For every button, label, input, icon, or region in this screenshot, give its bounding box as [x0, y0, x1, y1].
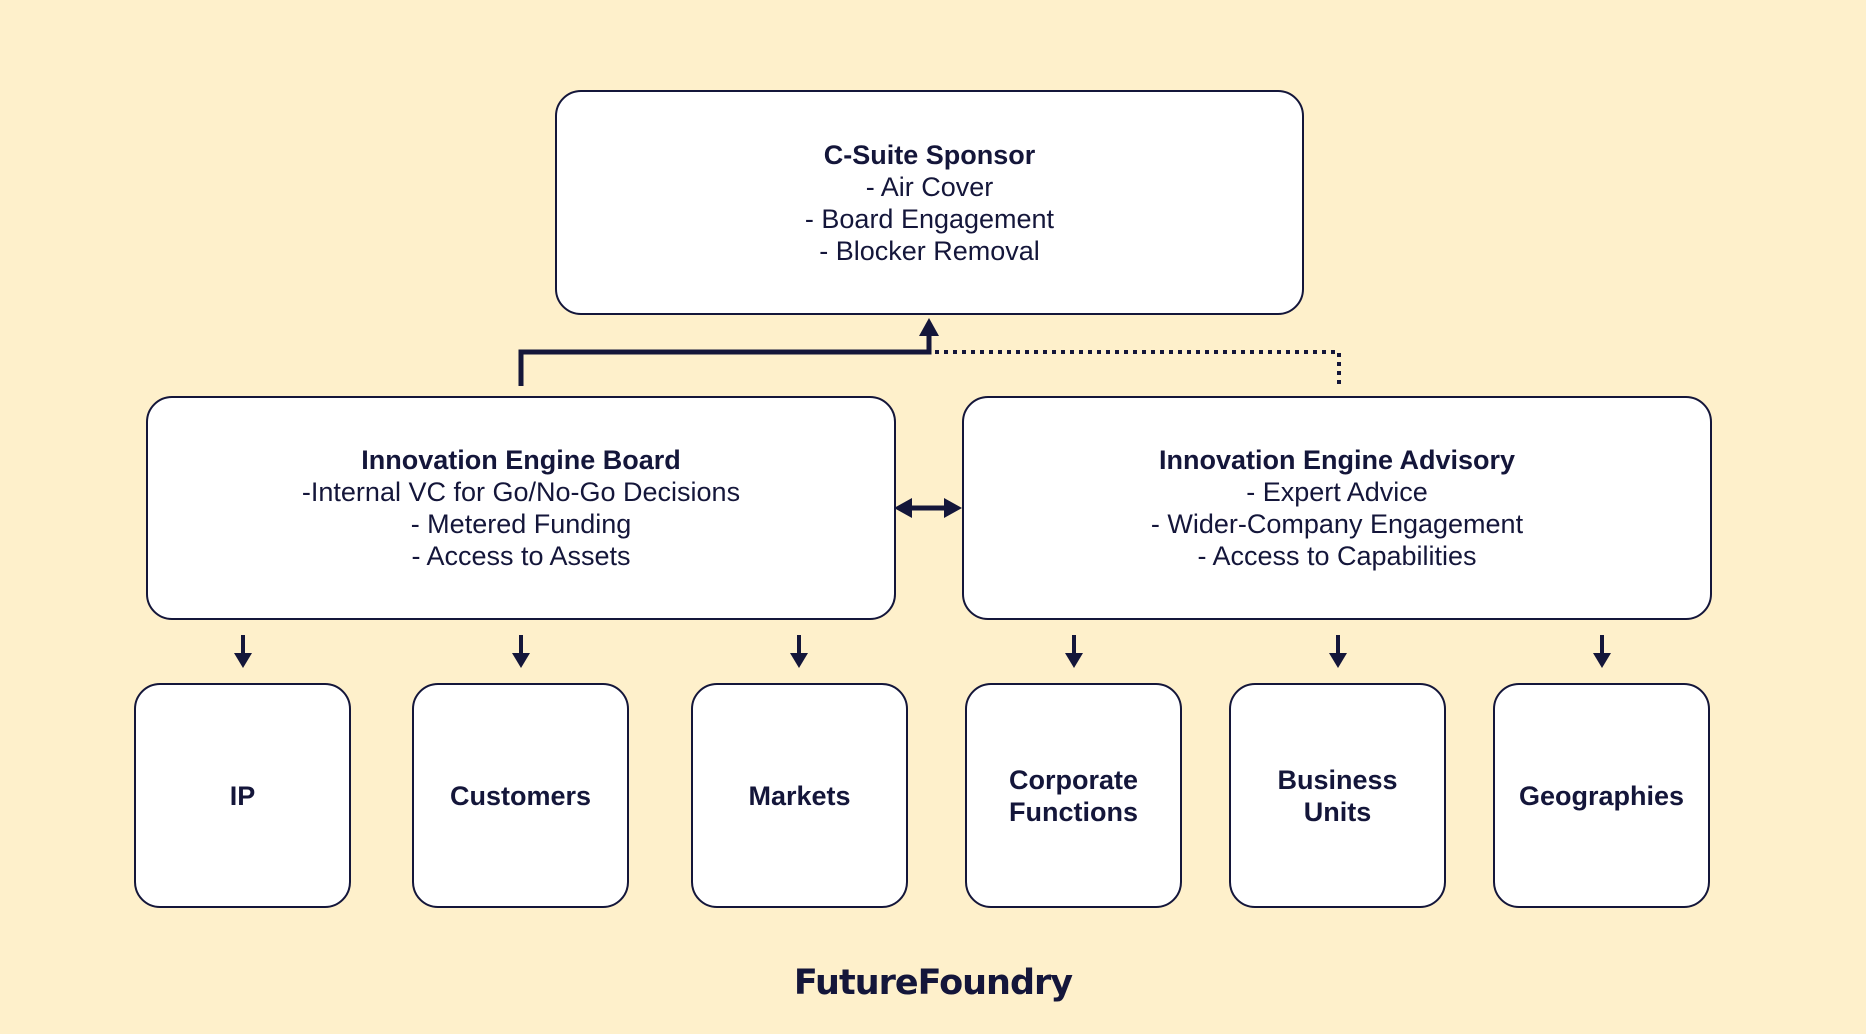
board-to-sponsor-connector — [518, 334, 932, 386]
node-line: - Wider-Company Engagement — [1150, 509, 1524, 539]
leaf-label: Corporate Functions — [1008, 764, 1138, 827]
leaf-box-business-units: Business Units — [1229, 683, 1446, 908]
leaf-box-corporate-functions: Corporate Functions — [965, 683, 1182, 908]
leaf-label: IP — [229, 780, 256, 811]
leaf-box-customers: Customers — [412, 683, 629, 908]
node-line: -Internal VC for Go/No-Go Decisions — [301, 477, 741, 507]
node-title: Innovation Engine Advisory — [1158, 445, 1516, 475]
node-line: - Access to Capabilities — [1197, 541, 1477, 571]
right-arrowhead — [944, 498, 962, 518]
c-suite-sponsor-box: C-Suite Sponsor - Air Cover - Board Enga… — [555, 90, 1304, 315]
futurefoundry-logo: FutureFoundry — [793, 963, 1073, 1003]
sponsor-arrowhead — [919, 318, 939, 336]
node-title: C-Suite Sponsor — [823, 139, 1036, 170]
left-arrowhead — [894, 498, 912, 518]
innovation-engine-advisory-box: Innovation Engine Advisory - Expert Advi… — [962, 396, 1712, 620]
node-line: - Expert Advice — [1246, 477, 1428, 507]
advisory-to-sponsor-dotted-connector — [935, 350, 1341, 386]
node-line: - Board Engagement — [804, 203, 1055, 234]
leaf-label: Business Units — [1277, 764, 1398, 827]
innovation-engine-board-box: Innovation Engine Board -Internal VC for… — [146, 396, 896, 620]
node-title: Innovation Engine Board — [361, 445, 681, 475]
leaf-label: Customers — [449, 780, 592, 811]
leaf-arrows — [234, 635, 1611, 668]
leaf-box-ip: IP — [134, 683, 351, 908]
leaf-box-geographies: Geographies — [1493, 683, 1710, 908]
node-line: - Air Cover — [865, 171, 994, 202]
node-line: - Blocker Removal — [819, 235, 1040, 266]
leaf-label: Geographies — [1518, 780, 1685, 811]
node-line: - Access to Assets — [411, 541, 631, 571]
leaf-box-markets: Markets — [691, 683, 908, 908]
node-line: - Metered Funding — [410, 509, 632, 539]
leaf-label: Markets — [748, 780, 851, 811]
